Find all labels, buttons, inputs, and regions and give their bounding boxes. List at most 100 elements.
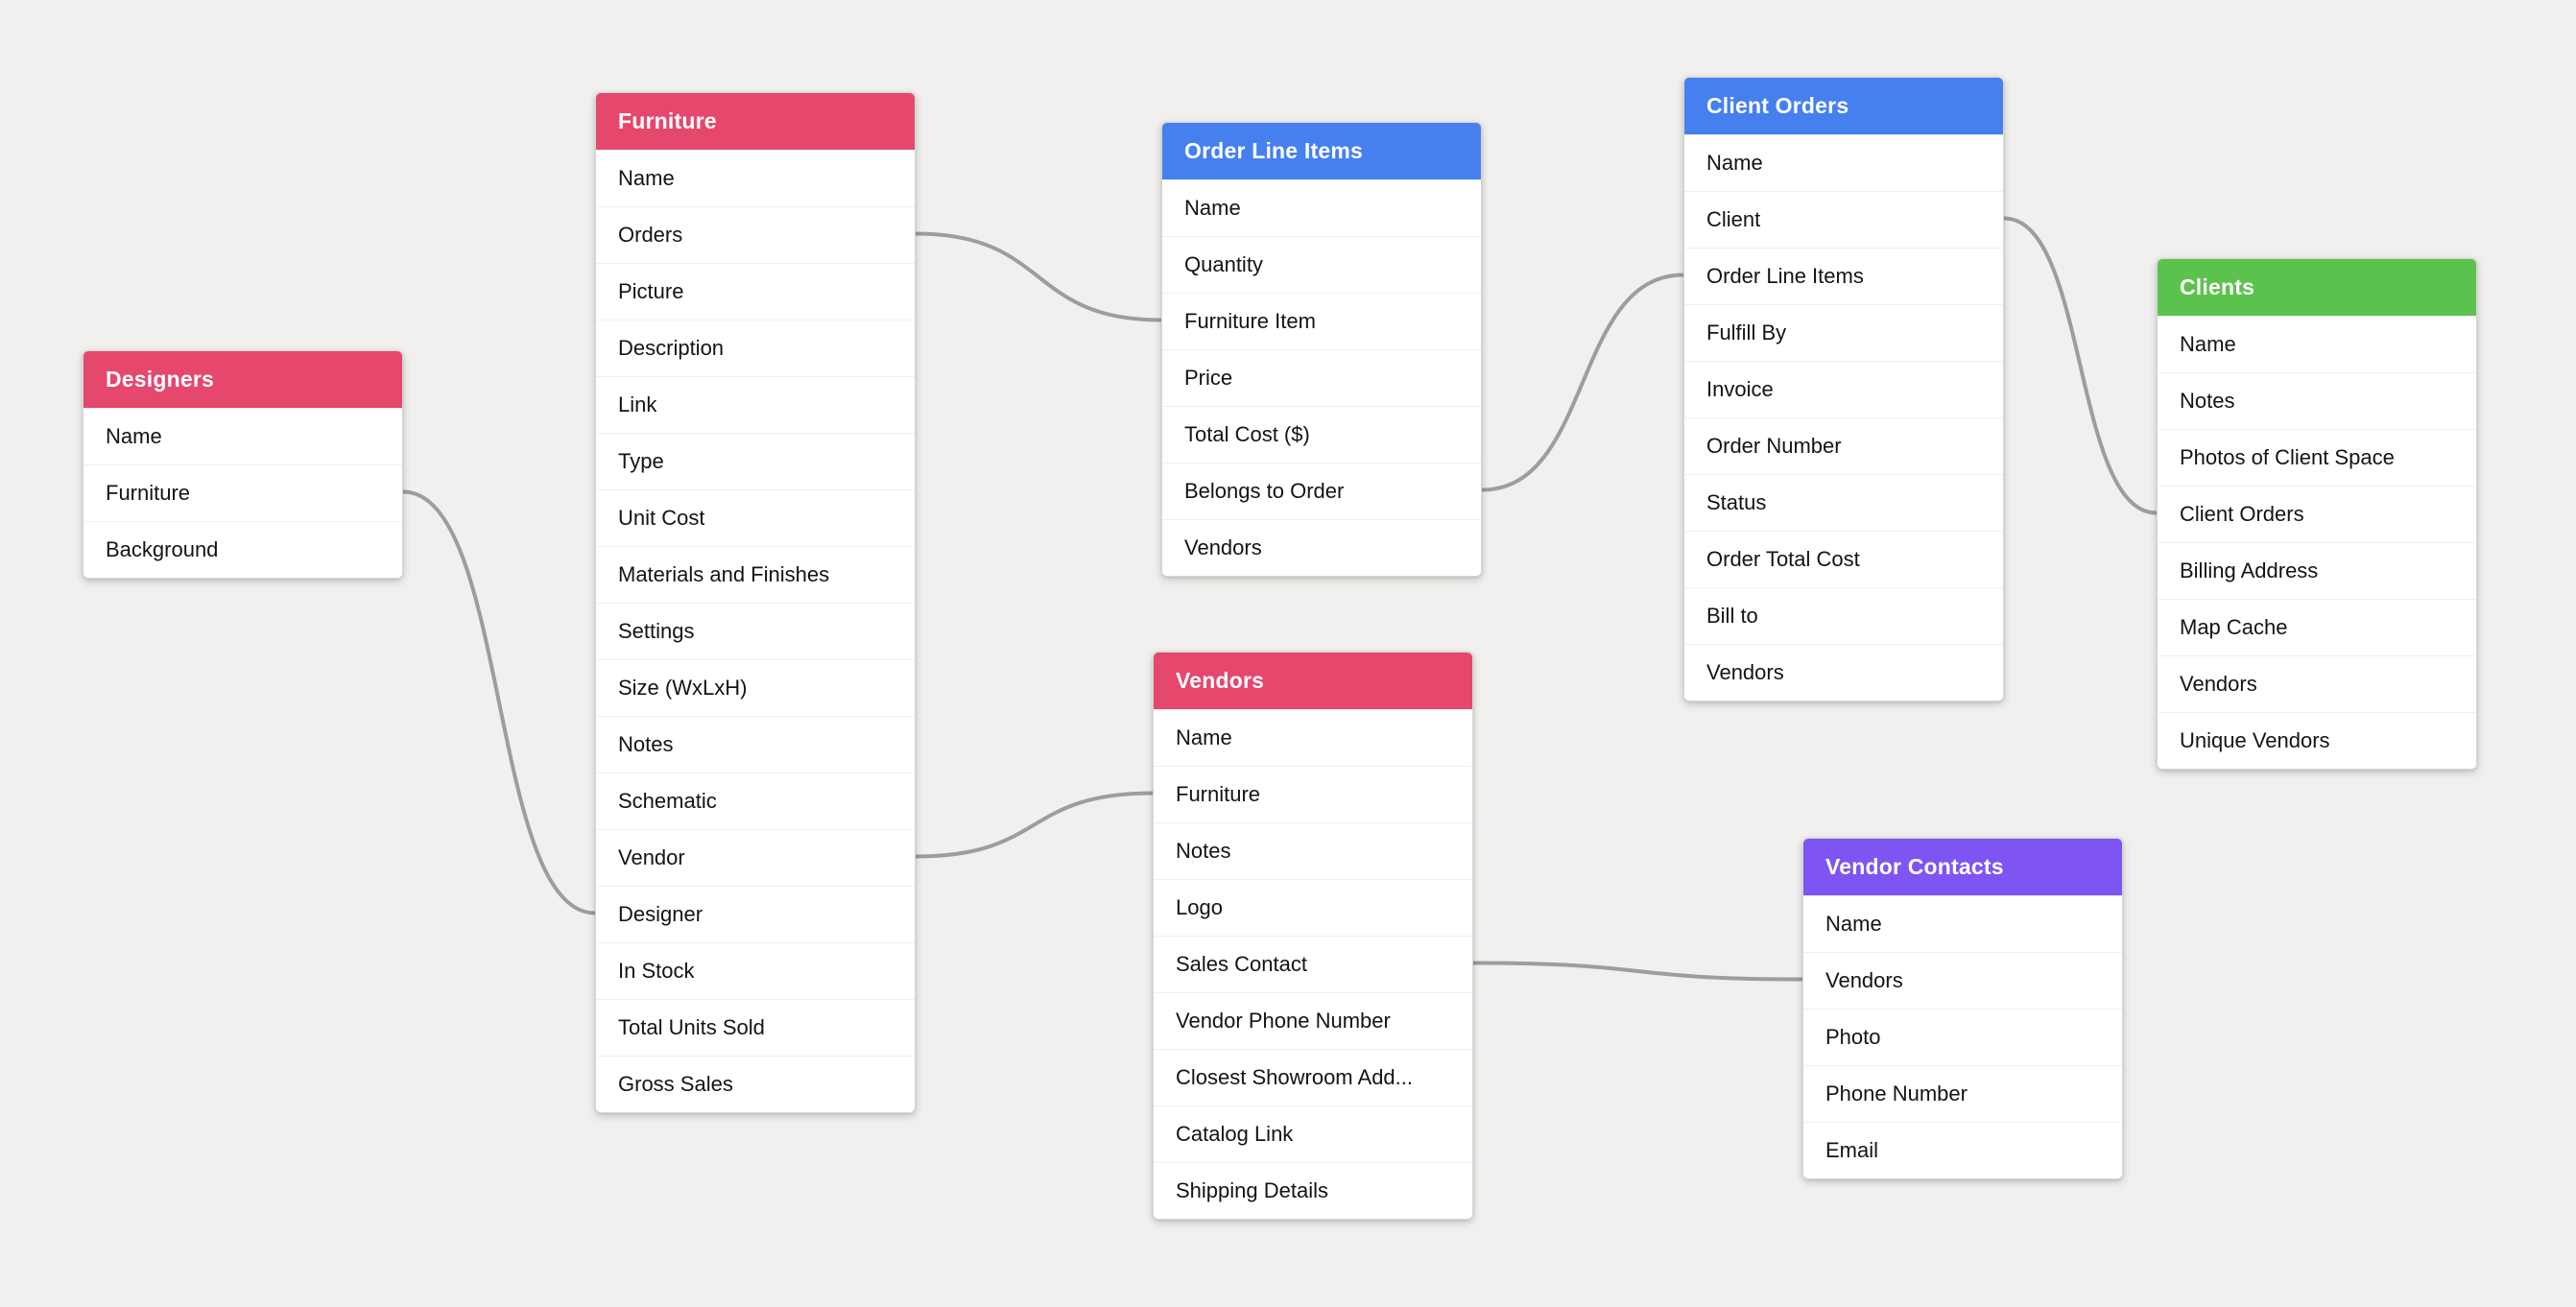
field-row-vendors-6: Closest Showroom Add... [1154, 1049, 1472, 1105]
field-row-furniture-4: Link [596, 376, 915, 433]
field-label: Quantity [1184, 252, 1263, 276]
field-row-order-line-items-1: Quantity [1162, 236, 1481, 293]
field-row-client-orders-0: Name [1684, 134, 2003, 191]
field-row-furniture-16: Gross Sales [596, 1056, 915, 1112]
field-label: Price [1184, 366, 1233, 390]
field-label: Vendors [1706, 660, 1784, 684]
field-row-clients-3: Client Orders [2158, 486, 2476, 542]
field-label: Vendors [1184, 535, 1262, 559]
field-row-client-orders-9: Vendors [1684, 644, 2003, 701]
field-label: Name [1176, 725, 1232, 749]
field-label: Name [1825, 912, 1882, 936]
field-row-clients-2: Photos of Client Space [2158, 429, 2476, 486]
field-row-clients-0: Name [2158, 316, 2476, 372]
connector-client-orders-to-clients [2002, 216, 2159, 515]
table-header-vendors[interactable]: Vendors [1154, 653, 1472, 709]
field-label: Order Line Items [1706, 264, 1864, 288]
table-header-furniture[interactable]: Furniture [596, 93, 915, 150]
field-label: Name [618, 166, 675, 190]
field-label: Order Total Cost [1706, 547, 1860, 571]
field-row-designers-2: Background [83, 521, 402, 578]
field-row-furniture-15: Total Units Sold [596, 999, 915, 1056]
field-label: Size (WxLxH) [618, 676, 748, 700]
field-row-furniture-1: Orders [596, 206, 915, 263]
field-row-vendors-1: Furniture [1154, 766, 1472, 822]
field-row-vendors-5: Vendor Phone Number [1154, 992, 1472, 1049]
field-label: Name [1706, 151, 1763, 175]
table-title: Clients [2180, 274, 2255, 299]
field-label: Photos of Client Space [2180, 445, 2395, 469]
connector-furniture-to-order-line-items [914, 231, 1163, 322]
field-row-client-orders-5: Order Number [1684, 417, 2003, 474]
field-label: Belongs to Order [1184, 479, 1345, 503]
field-row-furniture-8: Settings [596, 603, 915, 659]
field-row-vendor-contacts-3: Phone Number [1803, 1065, 2122, 1122]
field-label: Picture [618, 279, 684, 303]
field-row-client-orders-7: Order Total Cost [1684, 531, 2003, 587]
field-label: Name [1184, 196, 1241, 220]
table-header-designers[interactable]: Designers [83, 351, 402, 408]
field-label: In Stock [618, 959, 695, 983]
field-label: Bill to [1706, 604, 1758, 628]
field-label: Link [618, 392, 657, 416]
field-row-client-orders-3: Fulfill By [1684, 304, 2003, 361]
field-label: Gross Sales [618, 1072, 733, 1096]
field-label: Client [1706, 207, 1761, 231]
connector-vendors-to-vendor-contacts [1471, 961, 1804, 982]
connector-order-line-items-to-client-orders [1480, 273, 1685, 492]
field-row-vendor-contacts-4: Email [1803, 1122, 2122, 1178]
field-row-clients-7: Unique Vendors [2158, 712, 2476, 769]
field-row-clients-4: Billing Address [2158, 542, 2476, 599]
table-header-clients[interactable]: Clients [2158, 259, 2476, 316]
table-header-vendor-contacts[interactable]: Vendor Contacts [1803, 839, 2122, 895]
field-row-vendors-0: Name [1154, 709, 1472, 766]
field-label: Total Units Sold [618, 1015, 765, 1039]
field-label: Photo [1825, 1025, 1881, 1049]
table-header-order-line-items[interactable]: Order Line Items [1162, 123, 1481, 179]
field-row-client-orders-6: Status [1684, 474, 2003, 531]
field-label: Designer [618, 902, 704, 926]
table-title: Furniture [618, 108, 717, 133]
field-label: Vendor Phone Number [1176, 1009, 1391, 1033]
table-header-client-orders[interactable]: Client Orders [1684, 78, 2003, 134]
field-row-furniture-13: Designer [596, 886, 915, 942]
field-row-vendors-8: Shipping Details [1154, 1162, 1472, 1219]
field-row-furniture-2: Picture [596, 263, 915, 320]
field-row-order-line-items-4: Total Cost ($) [1162, 406, 1481, 463]
field-row-client-orders-8: Bill to [1684, 587, 2003, 644]
field-row-furniture-6: Unit Cost [596, 489, 915, 546]
field-label: Furniture [106, 481, 191, 505]
field-row-designers-0: Name [83, 408, 402, 464]
field-row-clients-6: Vendors [2158, 655, 2476, 712]
field-row-vendors-4: Sales Contact [1154, 936, 1472, 992]
field-row-client-orders-2: Order Line Items [1684, 248, 2003, 304]
field-label: Vendors [2180, 672, 2257, 696]
field-label: Vendors [1825, 968, 1903, 992]
field-label: Status [1706, 490, 1767, 514]
field-label: Shipping Details [1176, 1178, 1328, 1202]
field-row-vendors-3: Logo [1154, 879, 1472, 936]
field-row-vendor-contacts-2: Photo [1803, 1009, 2122, 1065]
field-label: Unique Vendors [2180, 728, 2330, 752]
field-label: Name [2180, 332, 2236, 356]
field-row-vendor-contacts-0: Name [1803, 895, 2122, 952]
field-row-vendors-7: Catalog Link [1154, 1105, 1472, 1162]
field-row-furniture-0: Name [596, 150, 915, 206]
field-label: Catalog Link [1176, 1122, 1294, 1146]
field-label: Total Cost ($) [1184, 422, 1310, 446]
field-label: Email [1825, 1138, 1879, 1162]
field-row-order-line-items-3: Price [1162, 349, 1481, 406]
field-label: Fulfill By [1706, 321, 1787, 345]
field-row-designers-1: Furniture [83, 464, 402, 521]
connector-furniture-to-vendors [914, 791, 1155, 859]
field-row-vendors-2: Notes [1154, 822, 1472, 879]
field-row-furniture-11: Schematic [596, 772, 915, 829]
